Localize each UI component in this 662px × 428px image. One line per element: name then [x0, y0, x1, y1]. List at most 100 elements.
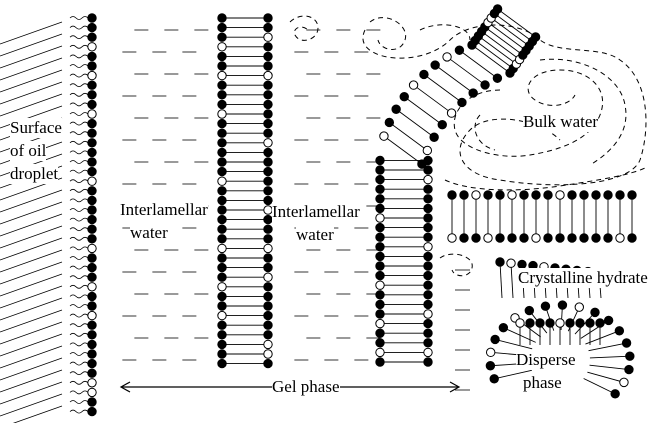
head-group-filled [217, 224, 227, 234]
head-group-filled [391, 104, 401, 114]
head-group-open [555, 318, 565, 328]
head-group-filled [423, 203, 433, 214]
wavy-tail [69, 361, 89, 366]
head-group-filled [495, 257, 505, 267]
wavy-tail [69, 217, 89, 222]
head-group-filled [217, 186, 227, 196]
water-dashes [122, 29, 470, 391]
wavy-tail [69, 256, 89, 260]
head-group-filled [610, 389, 620, 399]
wavy-tail [69, 169, 89, 174]
hydrocarbon-tail [423, 74, 463, 103]
wavy-tail [69, 92, 89, 97]
head-group-filled [87, 80, 97, 90]
head-group-open [87, 243, 97, 254]
wavy-tail [69, 332, 89, 337]
wavy-tail [69, 342, 89, 347]
wavy-tail [69, 380, 89, 385]
head-group-filled [217, 138, 227, 148]
head-group-filled [543, 233, 553, 243]
oil-tail-line [0, 297, 63, 321]
head-group-filled [603, 190, 613, 200]
wavy-tail [69, 352, 89, 356]
oil-tails [0, 21, 63, 428]
head-group-filled [375, 290, 385, 300]
head-group-filled [543, 190, 553, 200]
wavy-tail [69, 371, 89, 376]
hydrocarbon-tail [474, 40, 514, 69]
head-group-filled [545, 318, 555, 328]
head-group-filled [423, 261, 433, 271]
head-group-filled [217, 234, 227, 244]
head-group-open [375, 213, 385, 223]
head-group-filled [498, 322, 509, 333]
head-group-filled [263, 234, 273, 244]
head-group-filled [263, 118, 273, 129]
head-group-open [217, 70, 227, 81]
hydrocarbon-tail [481, 31, 520, 60]
interlamellar-label-2-line-1: Interlamellar [272, 202, 360, 222]
head-group-filled [603, 233, 613, 243]
head-group-filled [87, 397, 97, 407]
hydrocarbon-tail [395, 108, 435, 138]
head-group-filled [575, 318, 585, 328]
hydrocarbon-tail [588, 342, 627, 352]
head-group-filled [263, 195, 273, 206]
oil-tail-line [0, 93, 63, 117]
head-group-filled [485, 361, 496, 371]
oil-tail-line [0, 405, 63, 428]
head-group-open [217, 310, 227, 321]
head-group-open [263, 138, 273, 148]
head-group-filled [263, 22, 273, 33]
head-group-open [615, 233, 625, 243]
head-group-filled [217, 13, 227, 23]
head-group-filled [87, 166, 97, 177]
head-group-filled [423, 328, 433, 338]
head-group-open [515, 318, 525, 328]
head-group-filled [423, 338, 433, 348]
head-group-filled [579, 190, 589, 200]
head-group-open [574, 302, 584, 312]
head-group-filled [375, 299, 385, 310]
oil-tail-line [0, 237, 63, 261]
head-group-open [408, 80, 419, 90]
head-group-open [217, 109, 227, 119]
oil-tail-line [0, 213, 63, 237]
wavy-tail [69, 121, 89, 126]
head-group-filled [87, 320, 97, 330]
wavy-tail [69, 188, 89, 193]
wavy-tail [69, 275, 89, 280]
head-group-filled [423, 299, 433, 310]
head-group-filled [263, 42, 273, 52]
wavy-tail [69, 140, 89, 145]
head-group-filled [417, 159, 427, 169]
head-group-filled [87, 358, 97, 369]
head-group-filled [87, 262, 97, 273]
bulk-swirl-mid [453, 69, 604, 157]
head-group-open [447, 233, 457, 243]
head-group-filled [87, 224, 97, 234]
head-group-filled [447, 190, 457, 200]
wavy-tail [69, 160, 89, 164]
head-group-filled [217, 339, 227, 350]
wavy-tail [69, 112, 89, 116]
head-group-filled [217, 22, 227, 33]
wavy-tail [69, 73, 89, 78]
head-group-filled [263, 301, 273, 311]
interlamellar-label-1-line-2: water [130, 223, 168, 243]
head-group-filled [375, 242, 385, 252]
head-group-filled [627, 233, 637, 243]
head-group-open [263, 339, 273, 350]
head-group-filled [375, 194, 385, 204]
head-group-filled [263, 310, 273, 321]
head-group-filled [375, 338, 385, 348]
head-group-filled [87, 99, 97, 110]
head-group-filled [217, 128, 227, 138]
wavy-tail [69, 150, 89, 155]
oil-tail-line [0, 81, 63, 105]
wavy-tail [69, 131, 89, 136]
head-group-filled [579, 233, 589, 243]
surfactant-molecules [69, 4, 637, 417]
head-group-filled [87, 291, 97, 302]
